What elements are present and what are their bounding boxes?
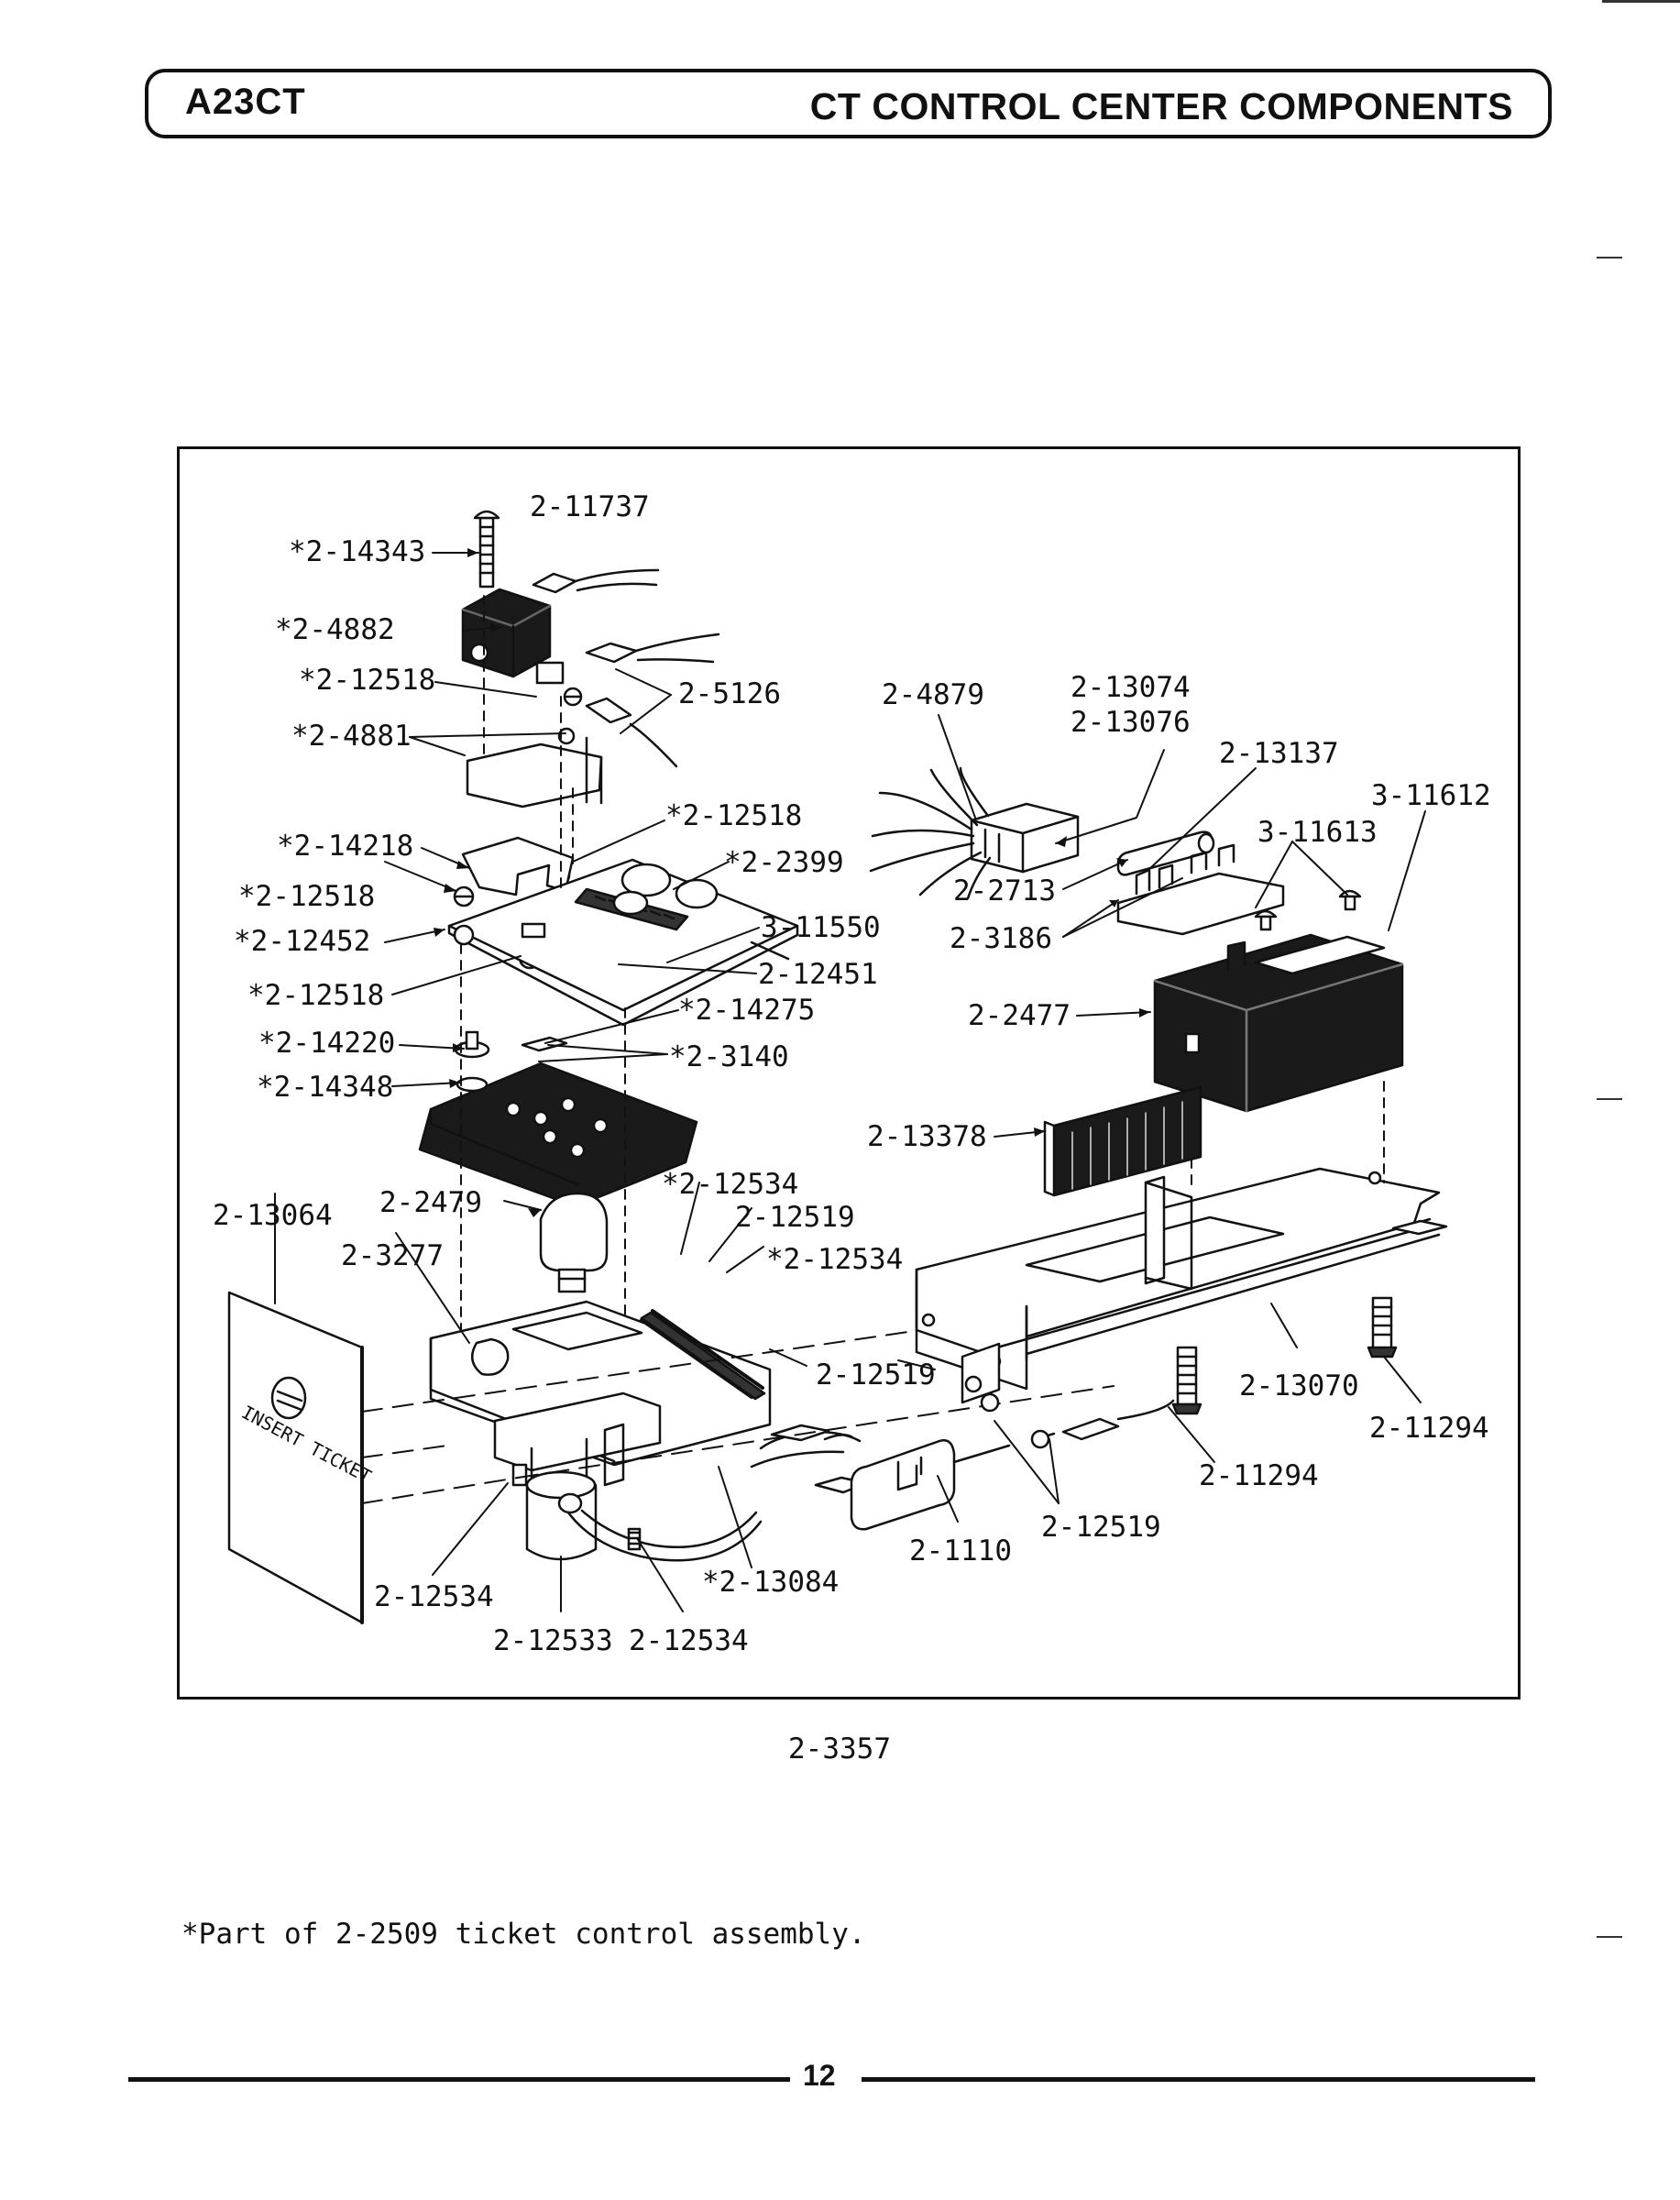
callout-label: 2-12451 [758,958,878,991]
filter-grille [1043,1085,1202,1197]
page-number: 12 [803,2059,836,2092]
callout-label: 2-5126 [678,677,781,710]
callout-label: *2-14220 [258,1027,395,1060]
bracket-part [466,742,603,808]
lamp-bulb [539,1192,609,1293]
lower-screws [511,1463,642,1551]
screws-3-11613 [1254,889,1362,931]
callout-label: 2-12534 [629,1624,749,1657]
callout-label: *2-13084 [702,1566,839,1599]
diagram-frame [177,446,1521,1700]
scan-mark [1597,1936,1622,1938]
callout-label: 2-13074 [1071,671,1191,704]
callout-label: 3-11550 [761,911,881,944]
callout-label: 2-11737 [530,490,650,523]
callout-label: 2-13076 [1071,706,1191,739]
callout-label: 3-11612 [1371,779,1491,812]
terminal-block [869,766,1080,900]
callout-label: 2-3277 [341,1239,444,1272]
solenoid-coil [525,1470,763,1562]
bracket-part [461,836,575,896]
section-title: CT CONTROL CENTER COMPONENTS [809,85,1513,127]
callout-label: *2-12518 [665,799,802,832]
scan-mark [1597,257,1622,258]
callout-label: 2-12533 [493,1624,613,1657]
fuse-holder [850,1439,1011,1531]
model-number: A23CT [185,82,306,122]
callout-label: 2-11294 [1369,1412,1489,1445]
assembly-number: 2-3357 [788,1732,891,1766]
insert-ticket-panel [227,1291,364,1624]
switch-block [461,588,565,685]
screw-part [473,510,500,588]
callout-label: 2-3186 [950,922,1052,955]
callout-label: 2-11294 [1199,1459,1319,1492]
callout-label: *2-3140 [669,1040,789,1073]
callout-label: 2-13137 [1219,737,1339,770]
callout-label: 2-12519 [816,1358,936,1392]
callout-label: 2-2477 [968,999,1071,1032]
callout-label: *2-12518 [299,664,435,697]
scan-mark [1597,1098,1622,1100]
callout-label: *2-12518 [238,880,375,913]
callout-label: 2-13070 [1239,1370,1359,1402]
arrowheads [434,548,1150,1217]
spade-connectors [532,568,720,768]
callout-label: 2-13378 [867,1120,987,1153]
callout-label: 2-12519 [735,1201,855,1234]
callout-label: 2-12519 [1041,1511,1161,1544]
callout-label: *2-14348 [257,1071,393,1104]
transformer [1153,933,1404,1113]
callout-label: 2-13064 [213,1199,333,1232]
callout-label: 2-2713 [953,874,1056,908]
chassis-tray [915,1167,1448,1391]
ticket-mechanism [429,1300,772,1524]
callout-label: *2-4882 [275,613,395,646]
callout-label: 2-4879 [882,678,984,711]
leader-lines [274,552,1426,1612]
circuit-board [447,858,799,1027]
fuse-clip-holder [1116,843,1285,936]
callout-label: 2-2479 [379,1186,482,1219]
header-bar: A23CT CT CONTROL CENTER COMPONENTS [145,69,1552,138]
base-plate [418,1062,698,1208]
footer-rule-left [128,2077,790,2082]
footnote: *Part of 2-2509 ticket control assembly. [181,1918,866,1951]
scan-mark [1602,0,1680,3]
callout-label: *2-4881 [291,720,412,753]
callout-label: *2-2399 [724,846,844,879]
bolts [1171,1296,1398,1415]
callout-label: *2-12452 [234,925,370,958]
callout-label: *2-12534 [662,1168,798,1201]
footer-rule-right [862,2077,1535,2082]
callout-label: *2-14218 [277,830,413,863]
callout-label: 2-12534 [374,1580,494,1613]
callout-label: 3-11613 [1257,816,1378,849]
callout-label: *2-12534 [766,1243,903,1276]
callout-labels: 2-11737 *2-14343 *2-4882 *2-12518 2-5126… [213,490,1491,1657]
callout-label: *2-12518 [247,979,384,1012]
callout-label: *2-14343 [289,535,425,568]
callout-label: *2-14275 [678,994,815,1027]
callout-label: 2-1110 [909,1534,1012,1568]
